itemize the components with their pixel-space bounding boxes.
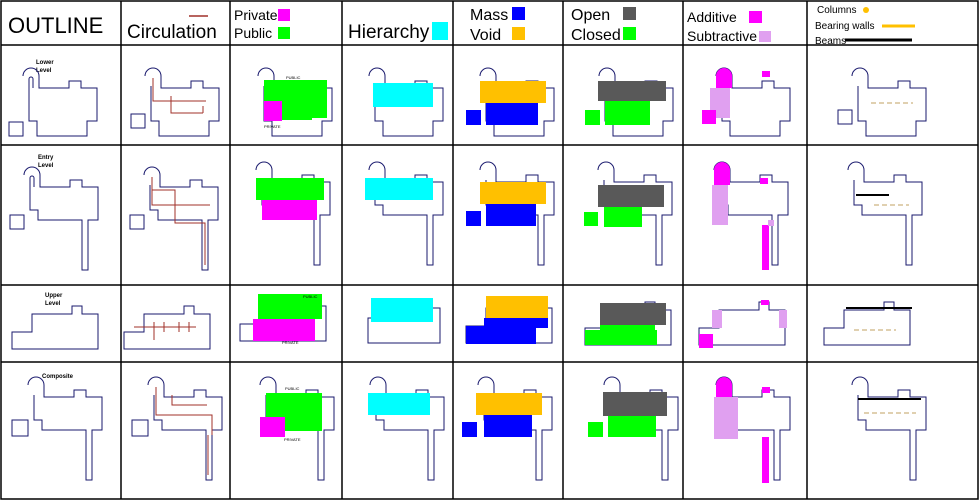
plan-circulation-entry — [129, 166, 219, 271]
plan-hierarchy-upper — [367, 298, 441, 344]
plan-hierarchy-entry — [365, 161, 444, 266]
row-upper-level: PUBLIC PRIVATE — [11, 294, 912, 350]
plan-open-closed-composite — [588, 376, 679, 481]
plan-open-closed-lower — [585, 67, 674, 137]
void-legend-swatch — [512, 27, 525, 40]
plan-structure-upper — [823, 301, 912, 346]
header-void: Void — [470, 27, 501, 44]
closed-legend-swatch — [623, 27, 636, 40]
row-entry-level — [9, 161, 923, 271]
header-bearing-walls: Bearing walls — [815, 21, 874, 32]
plan-label-public-upper: PUBLIC — [303, 294, 318, 299]
header-mass: Mass — [470, 7, 508, 24]
plan-mass-void-composite — [462, 376, 553, 481]
row-label-lower-1: Lower — [36, 60, 54, 66]
header-subtractive: Subtractive — [687, 28, 757, 44]
public-legend-swatch — [278, 27, 290, 39]
plan-open-closed-entry — [584, 161, 673, 266]
plan-label-public-composite: PUBLIC — [285, 386, 300, 391]
mass-legend-swatch — [512, 7, 525, 20]
columns-legend-swatch — [863, 7, 869, 13]
row-label-composite: Composite — [42, 374, 74, 380]
plan-private-public-entry — [255, 161, 331, 266]
row-label-entry-1: Entry — [38, 155, 54, 161]
row-lower-level: PUBLIC PRIVATE — [8, 67, 927, 137]
plan-open-closed-upper — [584, 301, 672, 346]
plan-private-public-lower — [257, 67, 333, 137]
header-outline: OUTLINE — [8, 13, 103, 38]
header-public: Public — [234, 25, 272, 41]
plan-hierarchy-composite — [368, 376, 445, 481]
header-private: Private — [234, 7, 278, 23]
plan-additive-subtractive-lower — [702, 67, 791, 137]
additive-legend-swatch — [749, 11, 762, 23]
row-composite: PUBLIC PRIVATE — [11, 376, 927, 483]
plan-circulation-composite — [131, 376, 223, 481]
plan-private-public-composite — [259, 376, 335, 481]
plan-label-private-composite: PRIVATE — [284, 437, 301, 442]
plan-mass-void-lower — [466, 67, 555, 137]
plan-additive-subtractive-composite — [714, 376, 791, 483]
plan-mass-void-upper — [465, 296, 553, 344]
plan-private-public-upper — [239, 294, 327, 342]
plan-outline-upper — [11, 305, 99, 350]
plan-hierarchy-lower — [368, 67, 444, 137]
plan-structure-composite — [851, 376, 927, 481]
plan-label-private-upper: PRIVATE — [282, 340, 299, 345]
plan-mass-void-entry — [466, 161, 555, 266]
plan-structure-entry — [847, 161, 923, 266]
plan-circulation-lower — [130, 67, 220, 137]
header-additive: Additive — [687, 9, 737, 25]
plan-label-public: PUBLIC — [286, 75, 301, 80]
plan-circulation-upper — [123, 305, 211, 350]
plan-label-private: PRIVATE — [264, 124, 281, 129]
row-label-upper-2: Level — [45, 301, 61, 307]
plan-outline-composite — [11, 376, 103, 481]
row-label-entry-2: Level — [38, 163, 54, 169]
header-columns: Columns — [817, 5, 856, 16]
open-legend-swatch — [623, 7, 636, 20]
private-legend-swatch — [278, 9, 290, 21]
row-label-upper-1: Upper — [45, 293, 63, 299]
subtractive-legend-swatch — [759, 31, 771, 42]
plan-outline-lower — [8, 67, 98, 137]
header-circulation: Circulation — [127, 22, 217, 43]
plan-outline-entry — [9, 166, 99, 271]
hierarchy-legend-swatch — [432, 22, 448, 40]
plan-additive-subtractive-entry — [712, 161, 789, 270]
header-beams: Beams — [815, 36, 846, 47]
header-closed: Closed — [571, 27, 621, 44]
plan-additive-subtractive-upper — [698, 300, 787, 348]
row-label-lower-2: Level — [36, 68, 52, 74]
plan-structure-lower — [837, 67, 927, 137]
header-open: Open — [571, 7, 610, 24]
header-hierarchy: Hierarchy — [348, 22, 430, 43]
